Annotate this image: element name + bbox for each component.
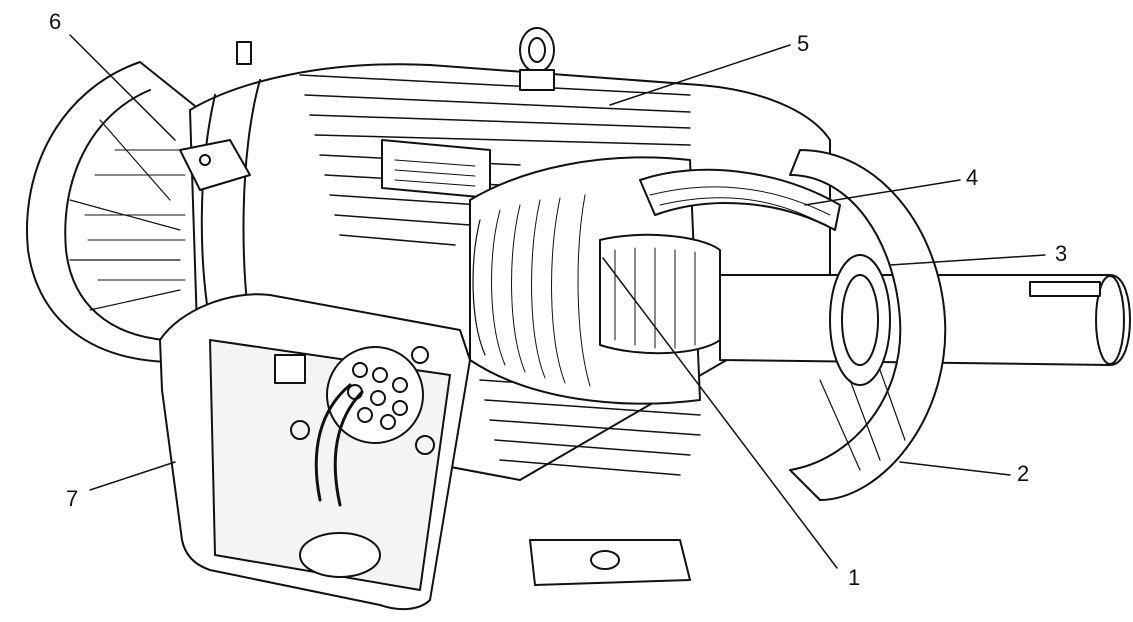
leader-5 [609,44,791,106]
label-6: 6 [49,9,62,34]
lifting-eye [519,27,555,91]
label-5: 5 [797,31,810,56]
label-2: 2 [1017,461,1030,486]
label-7: 7 [66,486,79,511]
end-shield [789,149,947,501]
bearing [829,254,891,386]
rotor [599,233,721,355]
terminal-box [159,293,471,611]
fan-cowl [26,61,201,363]
leader-6 [69,34,176,141]
leader-1 [602,257,838,569]
leader-7 [89,461,176,491]
label-4: 4 [966,165,979,190]
leader-lines [69,34,1046,569]
leader-2 [899,461,1011,476]
grease-nipple [236,41,252,65]
nameplate [381,139,491,199]
leader-4 [804,179,961,206]
mounting-foot [529,539,691,586]
leader-3 [889,254,1046,266]
label-1: 1 [848,565,861,590]
label-3: 3 [1055,241,1068,266]
end-windings [639,168,841,231]
fan-clip [179,139,251,191]
